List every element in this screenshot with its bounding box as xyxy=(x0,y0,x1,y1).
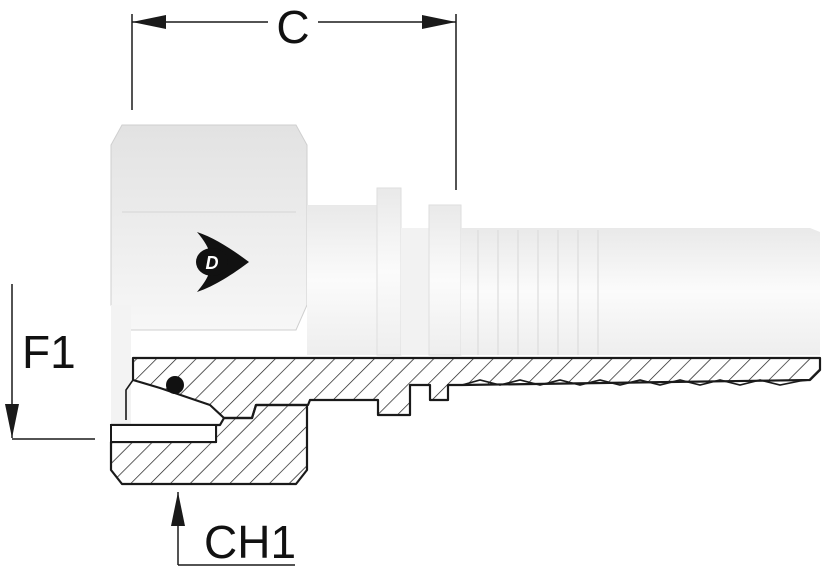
collar-ring xyxy=(376,187,402,356)
dimension-ch1 xyxy=(171,492,295,566)
dimension-f1 xyxy=(5,284,95,440)
dimension-c-label: C xyxy=(276,1,309,53)
dimension-c xyxy=(131,14,457,190)
o-ring xyxy=(166,376,184,394)
collar-ring-2 xyxy=(428,204,462,356)
hex-nut xyxy=(110,124,308,331)
fitting-outer-view xyxy=(110,124,820,425)
fitting-neck xyxy=(307,205,379,355)
dimension-ch1-label: CH1 xyxy=(204,516,296,568)
dimension-f1-label: F1 xyxy=(22,326,76,378)
stem-section xyxy=(131,356,822,420)
fitting-section-view xyxy=(109,356,822,486)
logo-letter: D xyxy=(206,253,219,273)
dunlop-d-arrow-logo-icon: D xyxy=(196,232,249,292)
nut-section xyxy=(109,403,309,486)
hose-tail xyxy=(461,228,820,355)
